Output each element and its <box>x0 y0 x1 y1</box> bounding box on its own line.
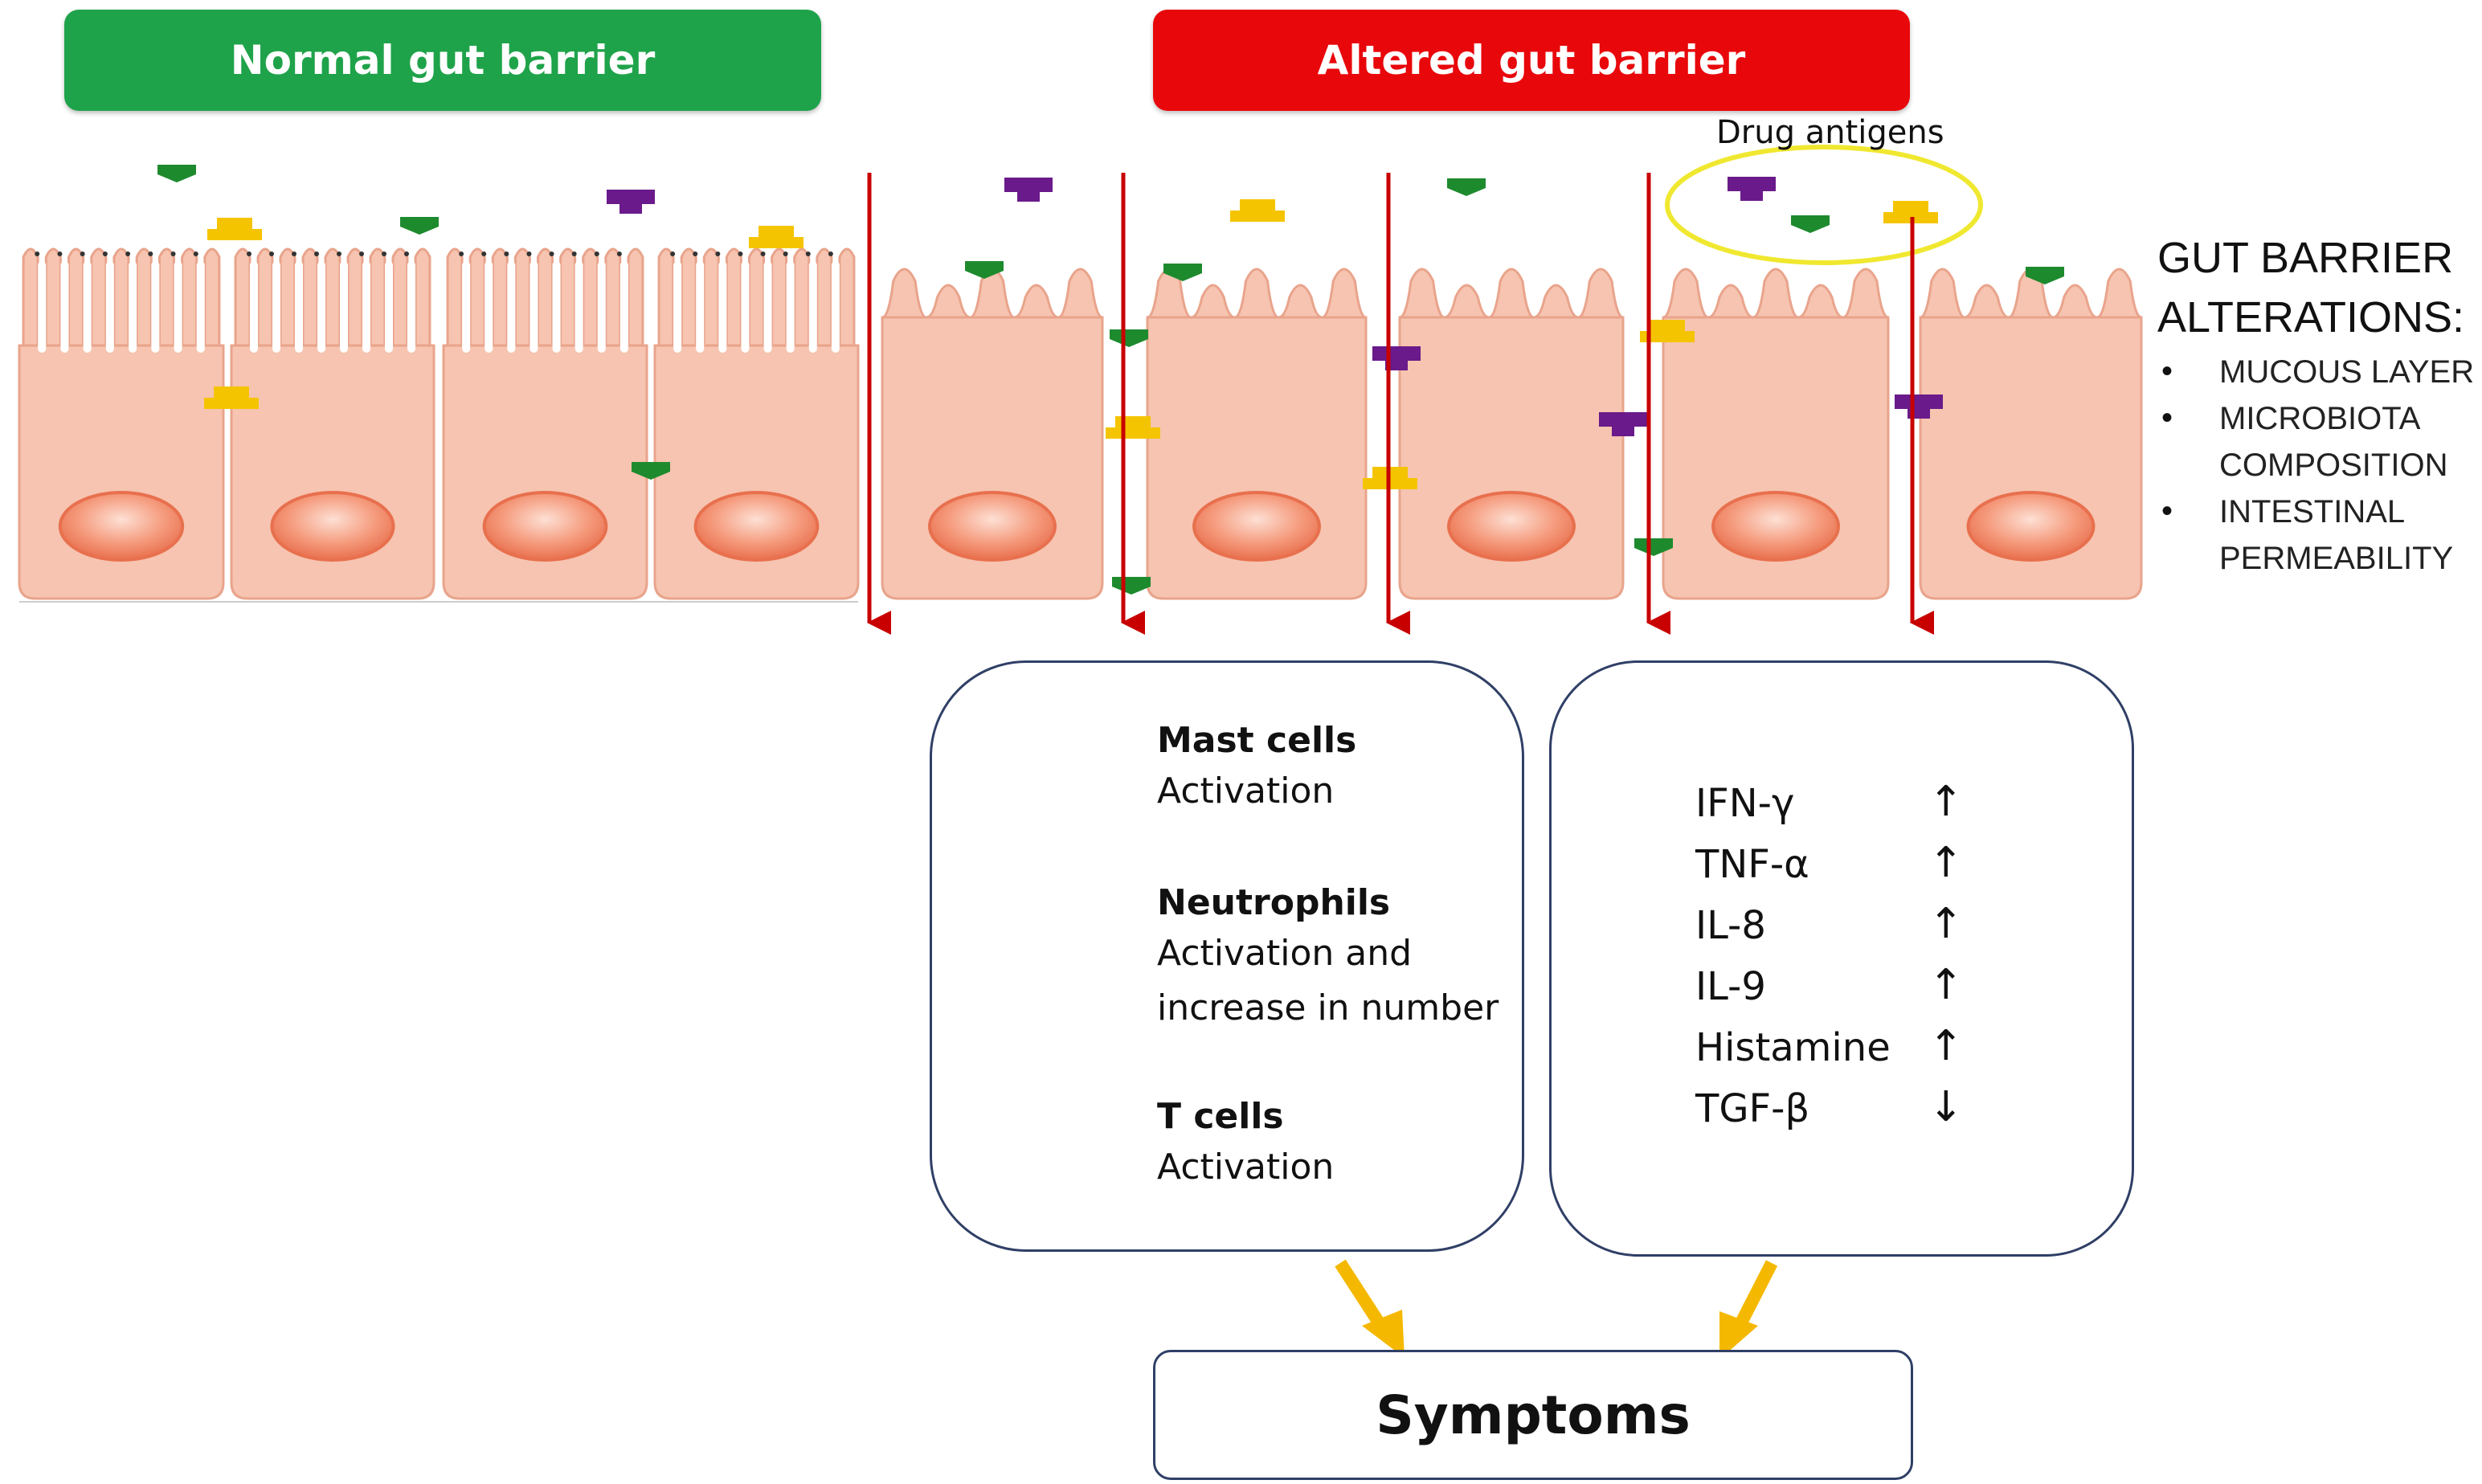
green-antigen-icon <box>965 261 1004 279</box>
yellow-antigen-icon <box>204 386 259 409</box>
cytokine-histamine: Histamine <box>1695 1025 1891 1070</box>
up-arrow-icon: ↑ <box>1928 900 1964 948</box>
purple-antigen-icon <box>1895 395 1943 419</box>
green-antigen-icon <box>1112 577 1151 595</box>
antigen-group <box>157 165 2064 595</box>
cytokine-ifn-gamma: IFN-γ <box>1695 781 1795 826</box>
green-antigen-icon <box>632 462 670 480</box>
purple-antigen-icon <box>1728 177 1776 201</box>
drug-antigens-highlight <box>1665 145 1983 265</box>
t-cells-title: T cells <box>1157 1096 1284 1137</box>
yellow-antigen-icon <box>749 226 803 248</box>
flow-arrow-right <box>1719 1260 1778 1359</box>
altered-epithelial-cell <box>1398 268 1625 600</box>
green-antigen-icon <box>1110 329 1148 347</box>
mast-cells-desc: Activation <box>1157 771 1335 811</box>
symptoms-box: Symptoms <box>1153 1350 1913 1480</box>
purple-antigen-icon <box>1004 178 1053 202</box>
drug-antigens-label: Drug antigens <box>1716 114 1944 151</box>
bullet-icon: • <box>2161 493 2173 529</box>
green-antigen-icon <box>2026 267 2064 284</box>
bullet-icon: • <box>2161 400 2173 435</box>
immune-cells-box <box>930 660 1524 1252</box>
up-arrow-icon: ↑ <box>1928 778 1964 826</box>
altered-epithelial-cell <box>1919 268 2143 600</box>
green-antigen-icon <box>1447 178 1486 196</box>
altered-gut-barrier-banner: Altered gut barrier <box>1153 10 1910 111</box>
up-arrow-icon: ↑ <box>1928 839 1964 887</box>
green-antigen-icon <box>400 217 439 235</box>
cytokine-il-8: IL-8 <box>1695 903 1766 948</box>
mast-cells-title: Mast cells <box>1157 720 1357 761</box>
normal-epithelial-cell <box>653 247 860 600</box>
yellow-antigen-icon <box>1640 320 1695 342</box>
bullet-icon: • <box>2161 354 2173 389</box>
neutrophils-title: Neutrophils <box>1157 882 1391 923</box>
alteration-mucous: MUCOUS LAYER <box>2219 354 2475 390</box>
alteration-microbiota-l1: MICROBIOTA <box>2219 401 2421 436</box>
normal-gut-barrier-banner: Normal gut barrier <box>64 10 821 111</box>
alteration-permeability-l1: INTESTINAL <box>2219 494 2406 529</box>
cytokines-box <box>1549 660 2134 1257</box>
alterations-title-line2: ALTERATIONS: <box>2157 293 2465 341</box>
up-arrow-icon: ↑ <box>1928 961 1964 1009</box>
normal-epithelial-cell <box>442 247 648 600</box>
altered-epithelial-cell <box>1146 268 1368 600</box>
cytokine-il-9: IL-9 <box>1695 964 1766 1009</box>
yellow-antigen-icon <box>1883 201 1938 223</box>
altered-banner-label: Altered gut barrier <box>1317 37 1746 84</box>
green-antigen-icon <box>1791 215 1830 233</box>
epithelial-layer <box>18 247 2143 603</box>
cytokine-tnf-alpha: TNF-α <box>1695 842 1809 887</box>
alterations-title-line1: GUT BARRIER <box>2157 234 2454 282</box>
alteration-permeability-l2: PERMEABILITY <box>2219 541 2454 576</box>
normal-epithelial-cell <box>18 247 225 600</box>
yellow-antigen-icon <box>207 218 262 240</box>
cytokine-tgf-beta: TGF-β <box>1695 1086 1810 1131</box>
flow-arrow-left <box>1335 1259 1405 1358</box>
green-antigen-icon <box>157 165 196 182</box>
alteration-microbiota-l2: COMPOSITION <box>2219 448 2448 483</box>
green-antigen-icon <box>1634 538 1673 556</box>
normal-banner-label: Normal gut barrier <box>230 37 656 84</box>
down-arrow-icon: ↓ <box>1928 1083 1964 1131</box>
purple-antigen-icon <box>607 190 655 214</box>
green-antigen-icon <box>1163 264 1202 281</box>
permeability-arrows <box>867 173 1934 635</box>
purple-antigen-icon <box>1372 346 1421 370</box>
neutrophils-desc-l2: increase in number <box>1157 987 1499 1028</box>
altered-epithelial-cell <box>1662 268 1890 600</box>
normal-epithelial-cell <box>230 247 435 600</box>
up-arrow-icon: ↑ <box>1928 1022 1964 1070</box>
altered-epithelial-cell <box>881 268 1104 600</box>
neutrophils-desc-l1: Activation and <box>1157 933 1413 974</box>
t-cells-desc: Activation <box>1157 1147 1335 1188</box>
yellow-antigen-icon <box>1230 199 1285 222</box>
yellow-antigen-icon <box>1106 416 1160 439</box>
purple-antigen-icon <box>1599 412 1647 436</box>
symptoms-label: Symptoms <box>1376 1384 1691 1446</box>
